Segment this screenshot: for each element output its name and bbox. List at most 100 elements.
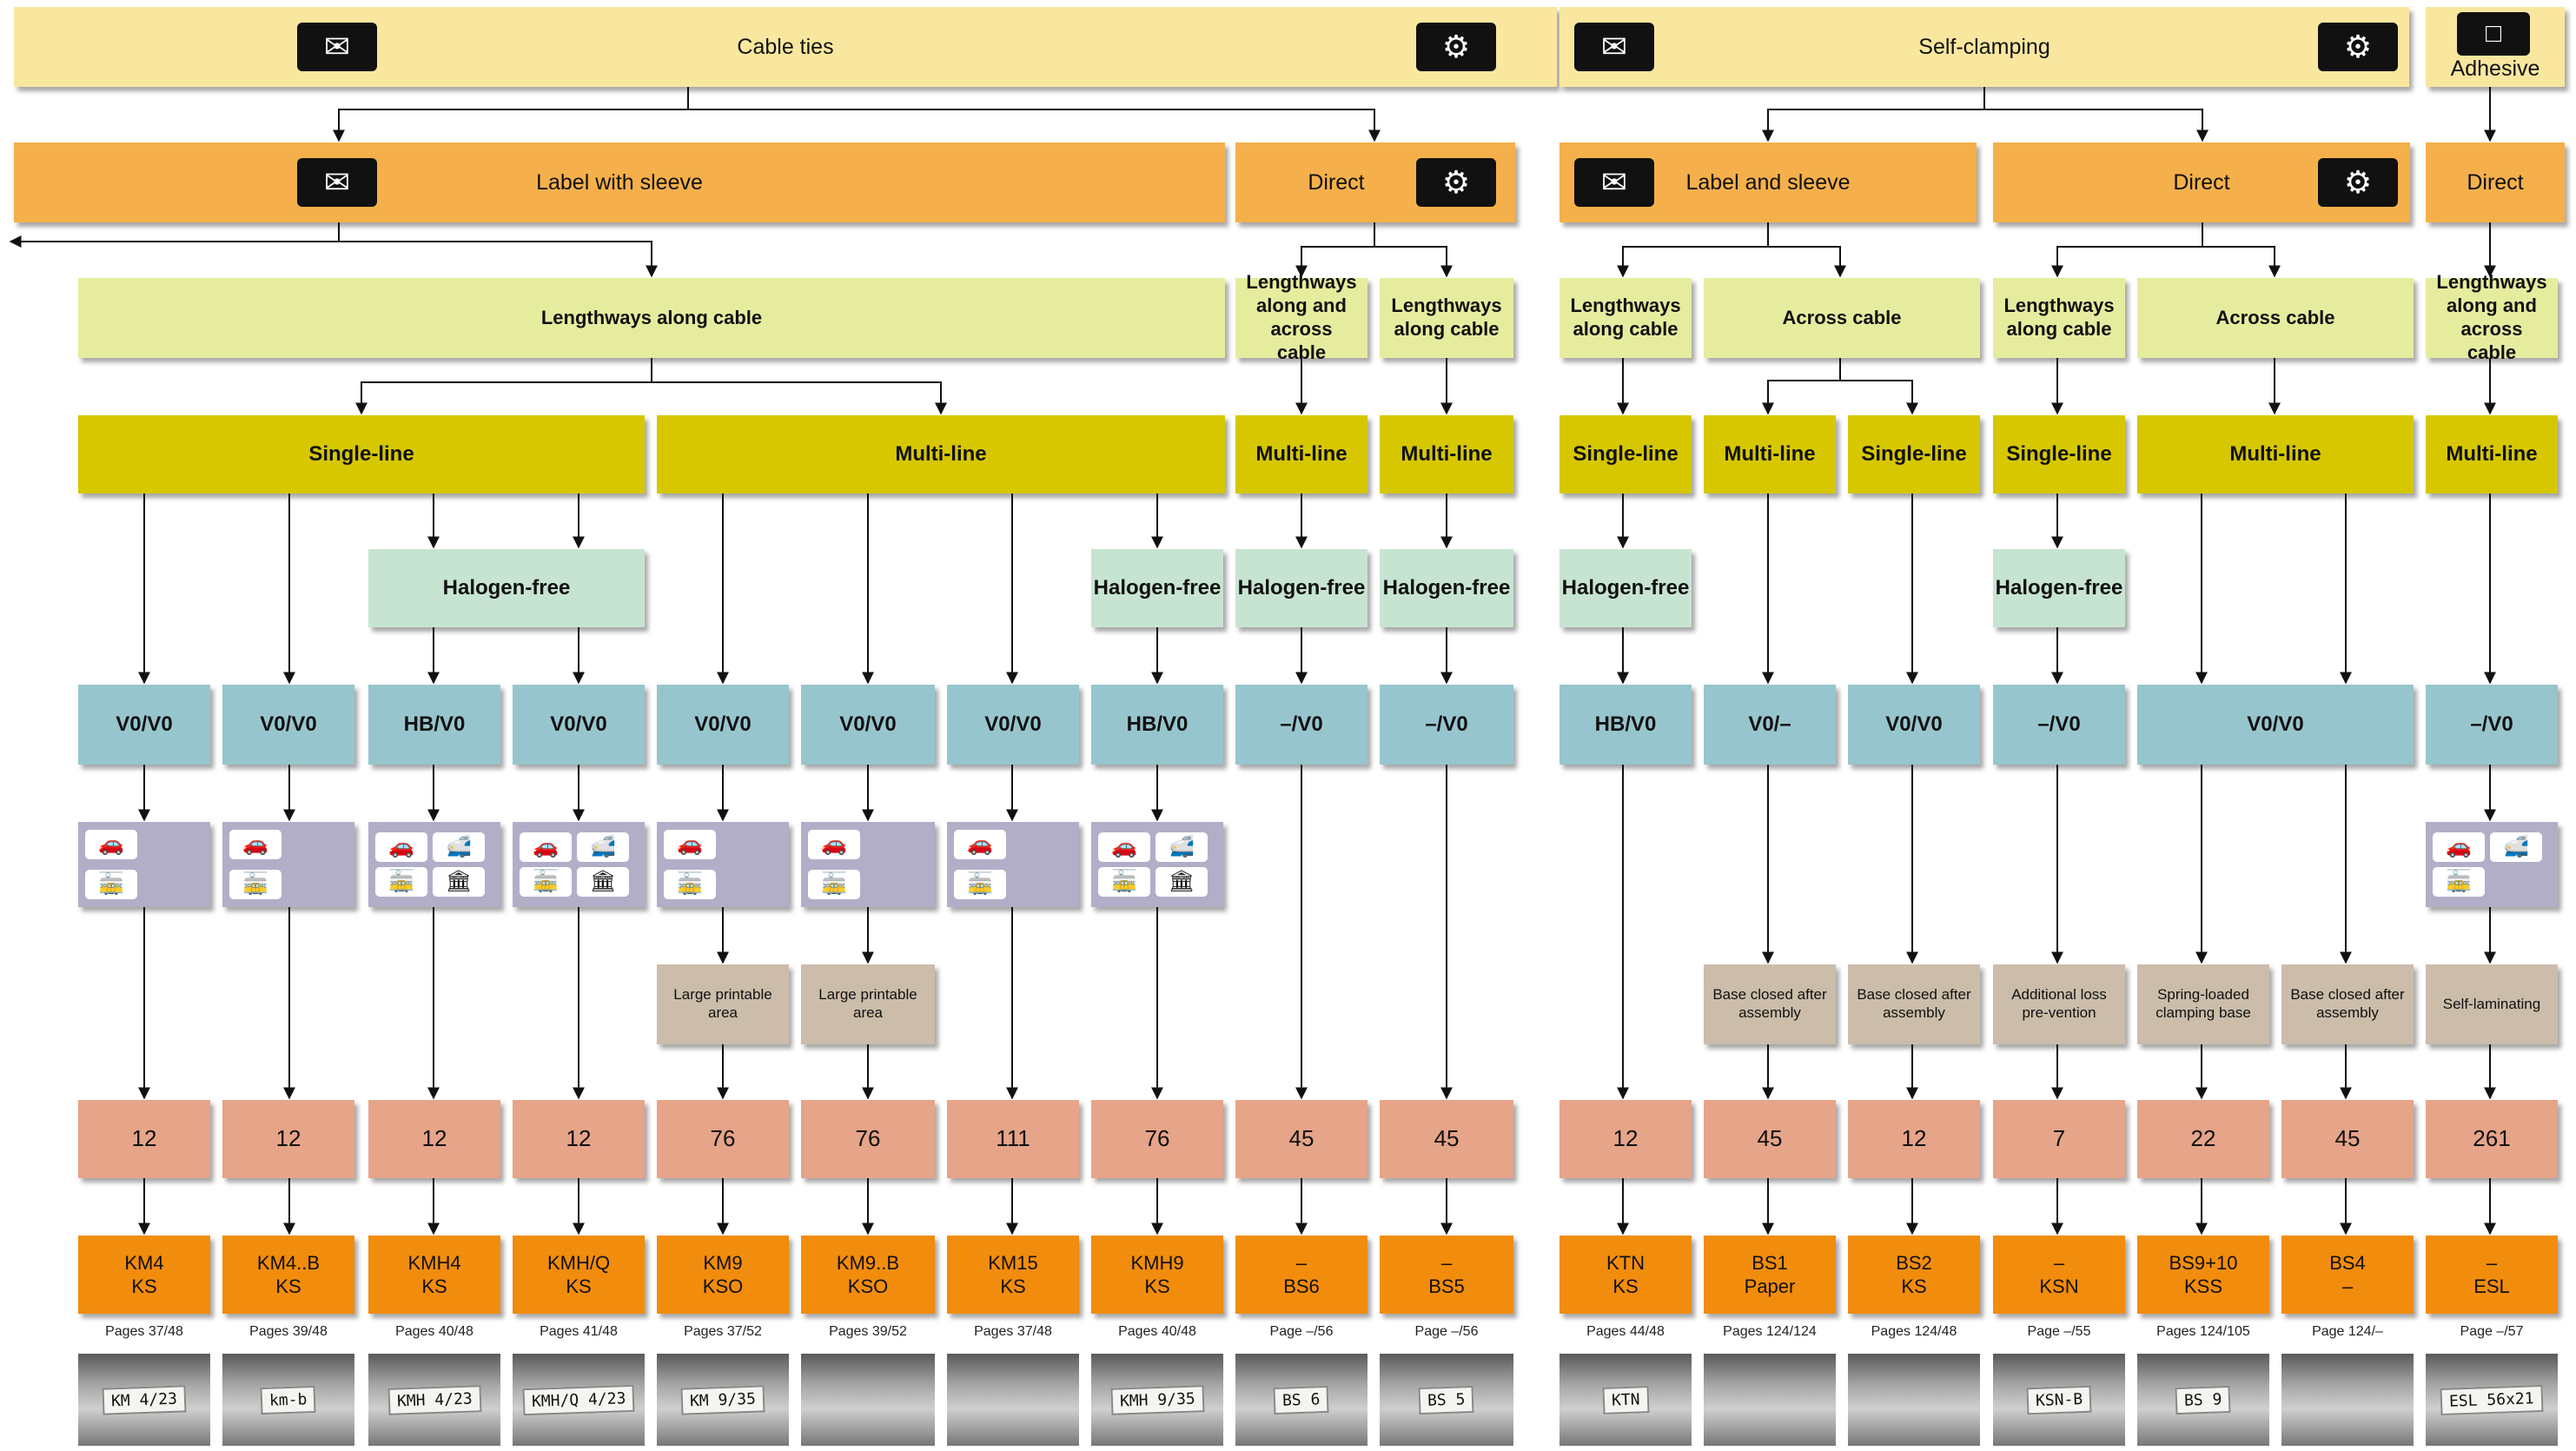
halogen-label: Halogen-free [442, 576, 571, 600]
product-code: KSS [2183, 1275, 2223, 1297]
direction-label: Lengthways along cable [1391, 295, 1502, 340]
flammability-class: V0/V0 [657, 685, 789, 765]
flammability-class: V0/V0 [222, 685, 354, 765]
page-number: 12 [131, 1125, 157, 1152]
tram-icon: 🚋 [2433, 867, 2485, 897]
catalog-page-reference[interactable]: Page 124/– [2312, 1324, 2383, 1339]
feature-box: Large printable area [801, 964, 935, 1044]
catalog-page-reference[interactable]: Pages 41/48 [540, 1324, 618, 1339]
car-icon: 🚗 [520, 832, 572, 862]
catalog-page-reference[interactable]: Pages 124/105 [2156, 1324, 2250, 1339]
product-code: KS [1000, 1275, 1026, 1297]
product-code: BS2 [1896, 1251, 1932, 1274]
catalog-page-reference[interactable]: Pages 39/52 [829, 1324, 907, 1339]
multi-line-box: Multi-line [657, 415, 1225, 494]
feature-box: Self-laminating [2426, 964, 2558, 1044]
line-label: Multi-line [2229, 442, 2321, 467]
page-number-box: 12 [1560, 1100, 1692, 1178]
multi-line-box: Multi-line [2426, 415, 2558, 494]
page-number-box: 76 [657, 1100, 789, 1178]
page-number-box: 12 [368, 1100, 500, 1178]
product-code: BS4 [2329, 1251, 2366, 1274]
catalog-page-reference[interactable]: Page –/56 [1414, 1324, 1479, 1339]
approvals-box: 🚗 🚋 [222, 822, 354, 907]
line-label: Single-line [1861, 442, 1967, 467]
catalog-page-reference[interactable]: Pages 40/48 [395, 1324, 473, 1339]
direction-label: Across cable [2215, 306, 2335, 328]
product-code: – [2341, 1275, 2354, 1297]
approvals-box: 🚗 🚋 [947, 822, 1079, 907]
page-number: 261 [2473, 1125, 2511, 1152]
product-box[interactable]: –KSN [1993, 1236, 2125, 1314]
page-number-box: 7 [1993, 1100, 2125, 1178]
line-label: Multi-line [1255, 442, 1348, 467]
catalog-page-reference[interactable]: Page –/57 [2460, 1324, 2524, 1339]
approvals-box: 🚗 🚅 🚋 🏛 [1091, 822, 1223, 907]
product-box[interactable]: BS4– [2281, 1236, 2414, 1314]
flammability-label: –/V0 [1280, 712, 1323, 737]
product-photo: KSN-B [1993, 1354, 2125, 1446]
catalog-page-reference[interactable]: Pages 37/48 [105, 1324, 183, 1339]
page-number: 12 [275, 1125, 301, 1152]
product-box[interactable]: –BS6 [1235, 1236, 1367, 1314]
tram-icon: 🚋 [954, 870, 1006, 899]
page-number: 7 [2052, 1125, 2066, 1152]
mounting-label: Direct [2467, 169, 2524, 195]
photo-label-text: BS 6 [1273, 1385, 1330, 1415]
product-code: BS5 [1428, 1275, 1465, 1297]
photo-label-text: KSN-B [2026, 1385, 2092, 1415]
flammability-label: –/V0 [2037, 712, 2081, 737]
direction-lengthways: Lengthways along cable [78, 278, 1225, 358]
page-number-box: 12 [78, 1100, 210, 1178]
catalog-page-reference[interactable]: Pages 44/48 [1586, 1324, 1665, 1339]
line-label: Multi-line [1724, 442, 1816, 467]
direction-label: Lengthways along cable [540, 306, 763, 328]
catalog-page-reference[interactable]: Page –/56 [1269, 1324, 1334, 1339]
catalog-page-reference[interactable]: Pages 40/48 [1118, 1324, 1196, 1339]
product-box[interactable]: –BS5 [1380, 1236, 1513, 1314]
flammability-label: V0/V0 [1885, 712, 1943, 737]
mounting-direct-adhesive: Direct [2426, 142, 2565, 222]
product-photo: KMH 4/23 [368, 1354, 500, 1446]
product-code: – [1295, 1251, 1308, 1274]
page-number-box: 76 [1091, 1100, 1223, 1178]
catalog-page-reference[interactable]: Pages 39/48 [249, 1324, 328, 1339]
catalog-page-reference[interactable]: Pages 37/48 [974, 1324, 1052, 1339]
product-code: KM9 [703, 1251, 743, 1274]
photo-label-text: KM 9/35 [680, 1384, 765, 1415]
flammability-class: –/V0 [1993, 685, 2125, 765]
catalog-page-reference[interactable]: Page –/55 [2027, 1324, 2091, 1339]
line-label: Single-line [308, 442, 414, 467]
halogen-free-box: Halogen-free [1235, 549, 1367, 627]
product-box[interactable]: –ESL [2426, 1236, 2558, 1314]
catalog-page-reference[interactable]: Pages 124/48 [1871, 1324, 1957, 1339]
mounting-label: Direct [1308, 169, 1365, 195]
catalog-page-reference[interactable]: Pages 124/124 [1723, 1324, 1817, 1339]
catalog-page-reference[interactable]: Pages 37/52 [684, 1324, 762, 1339]
feature-label: Spring-loaded clamping base [2155, 986, 2251, 1021]
feature-box: Base closed after assembly [1704, 964, 1836, 1044]
page-number-box: 76 [801, 1100, 935, 1178]
product-photo: KMH 9/35 [1091, 1354, 1223, 1446]
flammability-label: V0/V0 [116, 712, 173, 737]
product-code: KMH/Q [546, 1251, 611, 1274]
line-label: Single-line [2006, 442, 2112, 467]
flammability-class: V0/V0 [513, 685, 645, 765]
cable-tie-direct-icon: ⚙ [1416, 23, 1496, 71]
product-code: KSO [702, 1275, 744, 1297]
page-number: 76 [855, 1125, 881, 1152]
product-code: KM4 [124, 1251, 164, 1274]
page-number-box: 111 [947, 1100, 1079, 1178]
